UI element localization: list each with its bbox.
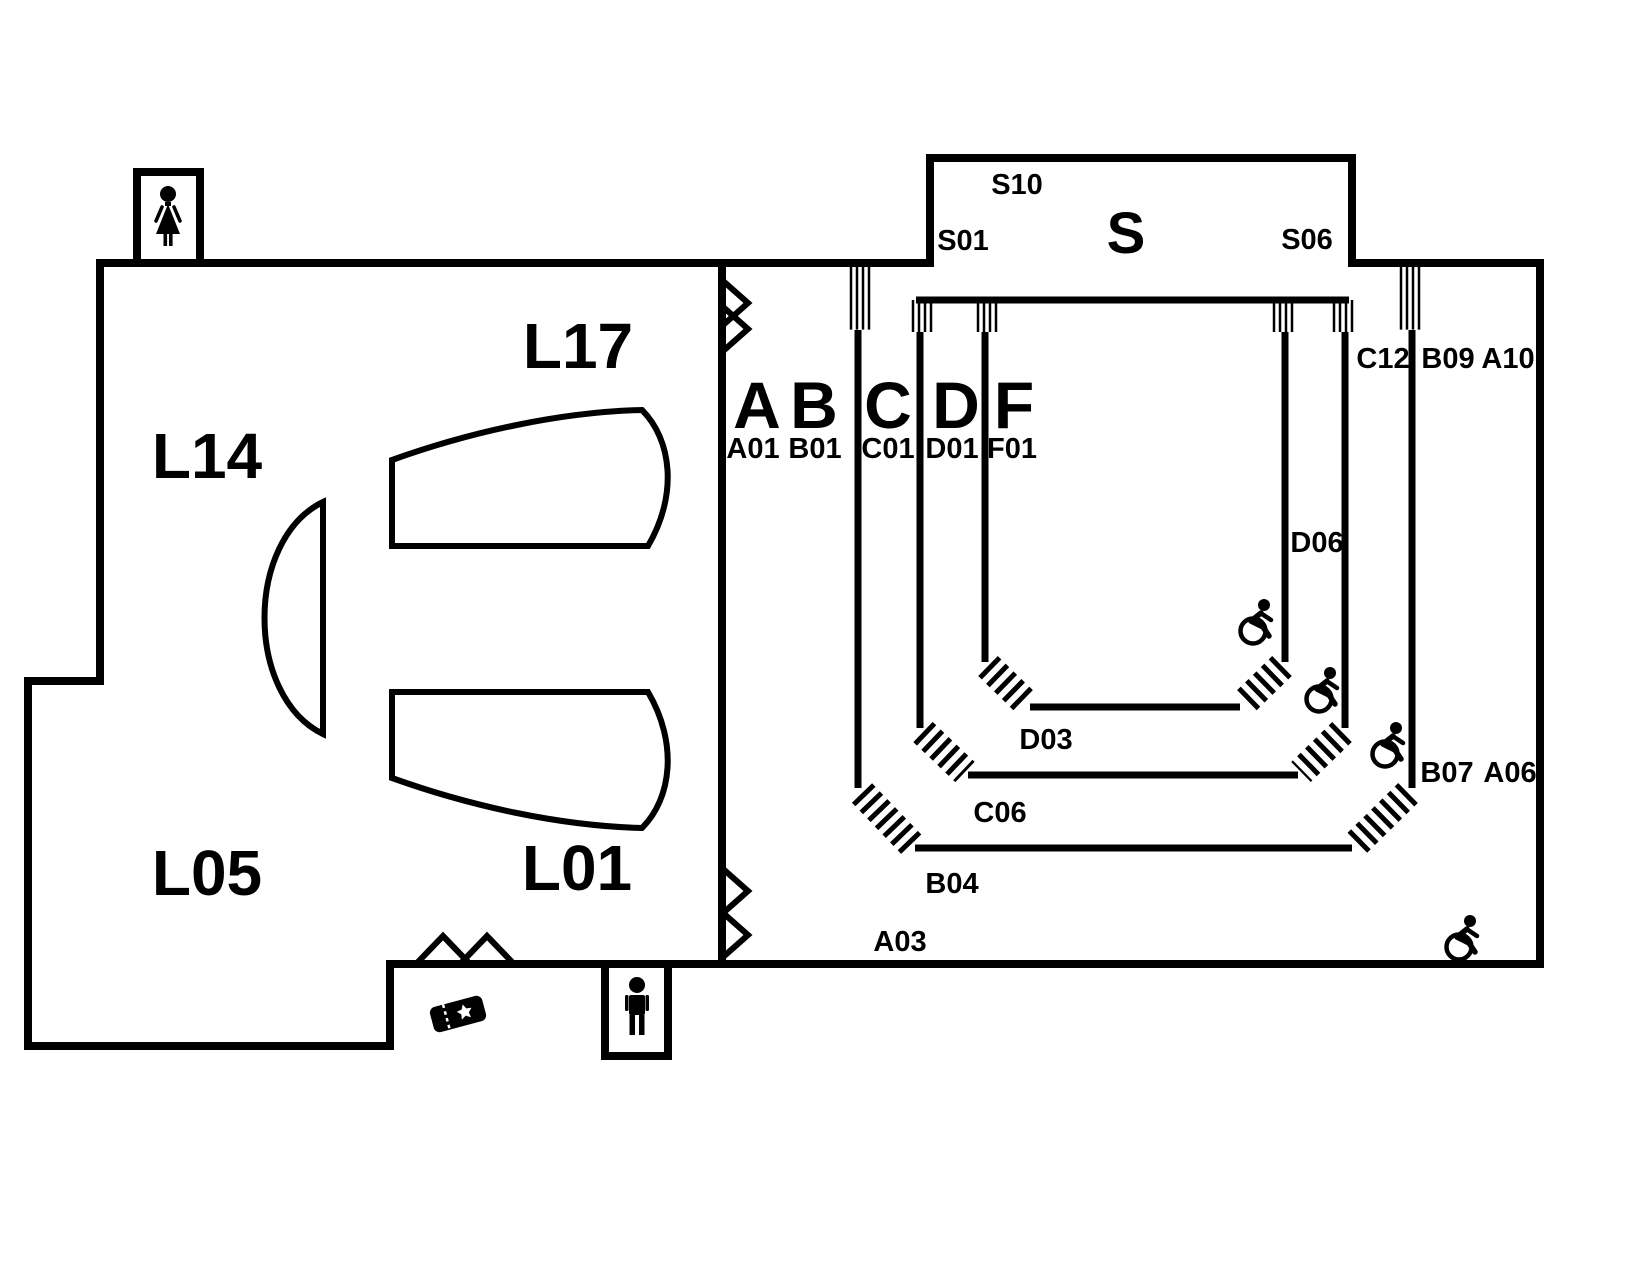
stage-letter: S xyxy=(1107,201,1146,266)
seat-label-c12: C12 xyxy=(1356,343,1409,375)
stairs-middle-left xyxy=(913,721,975,783)
section-letter-d: D xyxy=(932,368,980,442)
lobby-crescent-shape xyxy=(261,497,326,739)
seat-label-a03: A03 xyxy=(873,926,926,958)
stairs-outer-left xyxy=(851,783,923,855)
section-letter-b: B xyxy=(790,368,838,442)
hall-outline xyxy=(718,154,1544,968)
door-marker-bottom xyxy=(720,865,753,961)
seat-label-b01: B01 xyxy=(788,433,841,465)
seat-label-s06: S06 xyxy=(1281,224,1333,256)
seat-label-b09: B09 xyxy=(1421,343,1474,375)
lobby-lower-curved-shape xyxy=(389,689,671,832)
room-label-l05: L05 xyxy=(152,837,262,909)
stairs-inner-left xyxy=(978,655,1037,715)
room-label-l17: L17 xyxy=(523,310,633,382)
seat-label-f01: F01 xyxy=(987,433,1037,465)
seat-label-b04: B04 xyxy=(925,868,978,900)
room-label-l14: L14 xyxy=(152,420,263,492)
stairs-inner-right xyxy=(1233,655,1292,715)
seat-label-s10: S10 xyxy=(991,169,1043,201)
door-marker-top xyxy=(720,277,753,355)
ticket-icon xyxy=(427,993,489,1035)
seat-label-a06: A06 xyxy=(1483,757,1536,789)
seat-label-a01: A01 xyxy=(726,433,779,465)
stairs-outer-right xyxy=(1345,783,1418,855)
seat-label-a10: A10 xyxy=(1481,343,1534,375)
section-wall-outer xyxy=(854,330,1416,852)
seat-label-d01: D01 xyxy=(925,433,978,465)
room-label-l01: L01 xyxy=(522,832,632,904)
seat-label-d03: D03 xyxy=(1019,724,1072,756)
section-wall-inner xyxy=(981,332,1289,711)
section-letter-a: A xyxy=(733,368,781,442)
seat-label-d06: D06 xyxy=(1290,527,1343,559)
seat-label-b07: B07 xyxy=(1420,757,1473,789)
seat-label-c01: C01 xyxy=(861,433,914,465)
stairs-middle-right xyxy=(1291,721,1352,783)
seat-label-s01: S01 xyxy=(937,225,989,257)
seat-label-c06: C06 xyxy=(973,797,1026,829)
lobby-upper-curved-shape xyxy=(389,406,671,549)
section-letter-c: C xyxy=(864,368,912,442)
entrance-marker-lobby xyxy=(415,931,515,965)
section-wall-middle xyxy=(916,332,1349,779)
section-letter-f: F xyxy=(994,368,1034,442)
